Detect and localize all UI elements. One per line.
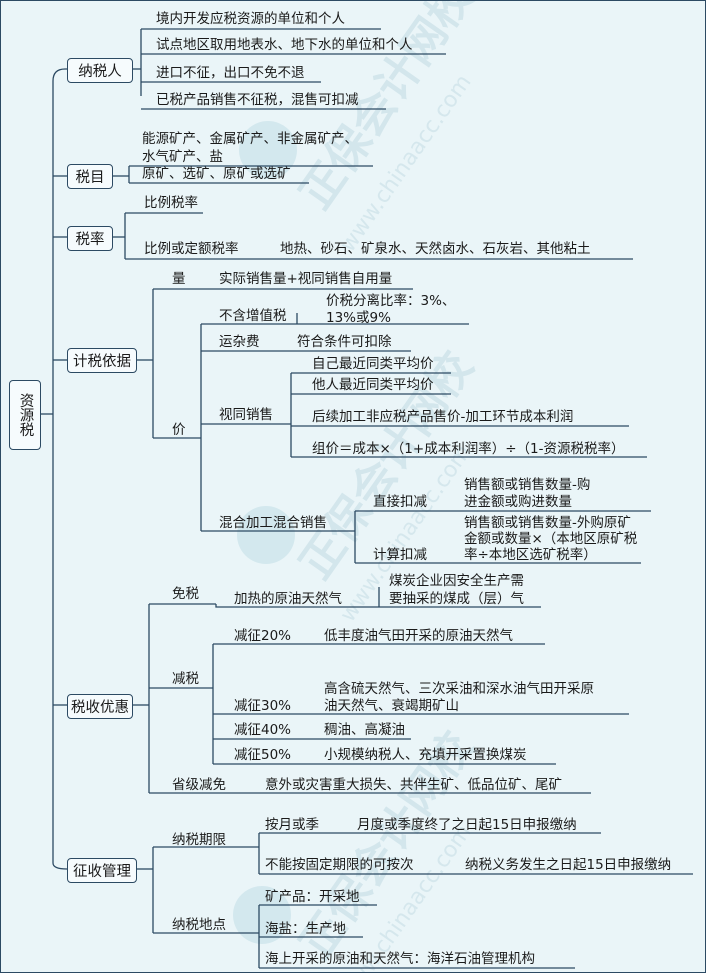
taxpayer-item-1: 境内开发应税资源的单位和个人 [156,11,345,27]
node-tax-item: 税目 [67,164,113,189]
collection-monthly: 按月或季 [265,817,319,833]
taxpayer-item-2: 试点地区取用地表水、地下水的单位和个人 [156,37,413,53]
basis-deemed-2: 他人最近同类平均价 [312,377,434,393]
basis-direct-desc-1: 销售额或销售数量-购 [464,477,591,493]
incentive-r30: 减征30% [234,698,292,714]
node-tax-incentive: 税收优惠 [67,694,133,719]
incentive-r30-desc-2: 油天然气、衰竭期矿山 [324,698,459,714]
basis-excl-vat-desc-1: 价税分离比率：3%、 [326,293,456,309]
taxpayer-item-3: 进口不征，出口不免不退 [156,65,305,81]
basis-calc: 计算扣减 [373,547,427,563]
node-tax-rate: 税率 [67,226,113,251]
node-taxpayer: 纳税人 [67,58,133,83]
watermark-logo-icon [239,121,297,179]
node-collection: 征收管理 [67,858,137,883]
incentive-exempt: 免税 [172,586,199,602]
watermark-logo-icon [233,886,291,944]
collection-place-1: 矿产品：开采地 [265,889,360,905]
basis-quantity-desc: 实际销售量+视同销售自用量 [219,271,393,287]
basis-mixed: 混合加工混合销售 [219,515,327,531]
incentive-r20-desc: 低丰度油气田开采的原油天然气 [324,628,513,644]
incentive-exempt-2b: 要抽采的煤成（层）气 [389,591,524,607]
rate-fixed-items: 地热、砂石、矿泉水、天然卤水、石灰岩、其他粘土 [280,241,591,257]
incentive-r50-desc: 小规模纳税人、充填开采置换煤炭 [324,747,527,763]
collection-period: 纳税期限 [172,832,226,848]
collection-per-time: 不能按固定期限的可按次 [265,857,414,873]
rate-proportional: 比例税率 [144,195,198,211]
taxitem-line-1: 能源矿产、金属矿产、非金属矿产、 [142,131,358,147]
node-tax-basis: 计税依据 [67,348,137,373]
incentive-r30-desc-1: 高含硫天然气、三次采油和深水油气田开采原 [324,681,594,697]
basis-calc-desc-1: 销售额或销售数量-外购原矿 [464,515,631,531]
basis-deemed-1: 自己最近同类平均价 [312,356,434,372]
rate-prop-or-fixed: 比例或定额税率 [144,241,239,257]
taxitem-line-2: 水气矿产、盐 [142,149,223,165]
incentive-exempt-2a: 煤炭企业因安全生产需 [389,573,524,589]
basis-calc-desc-2: 金额或数量×（本地区原矿税 [464,531,638,547]
basis-freight: 运杂费 [219,334,260,350]
basis-deemed-sale: 视同销售 [219,407,273,423]
taxitem-line-3: 原矿、选矿、原矿或选矿 [142,166,291,182]
root-node: 资源税 [9,380,41,450]
collection-per-time-desc: 纳税义务发生之日起15日申报缴纳 [465,857,672,873]
incentive-r20: 减征20% [234,628,292,644]
basis-direct: 直接扣减 [373,494,427,510]
basis-freight-desc: 符合条件可扣除 [297,334,392,350]
collection-monthly-desc: 月度或季度终了之日起15日申报缴纳 [357,817,577,833]
basis-excl-vat: 不含增值税 [219,308,287,324]
basis-calc-desc-3: 率÷本地区选矿税率） [464,547,597,563]
incentive-reduce: 减税 [172,671,199,687]
taxpayer-item-4: 已税产品销售不征税，混售可扣减 [156,92,359,108]
incentive-r50: 减征50% [234,747,292,763]
collection-place: 纳税地点 [172,917,226,933]
incentive-r40-desc: 稠油、高凝油 [324,722,405,738]
basis-price: 价 [172,422,186,438]
incentive-exempt-1: 加热的原油天然气 [234,591,342,607]
basis-deemed-4: 组价＝成本×（1+成本利润率）÷（1-资源税税率） [312,441,625,457]
basis-quantity: 量 [172,271,186,287]
incentive-provincial: 省级减免 [172,777,226,793]
watermark-logo-icon [237,506,295,564]
incentive-provincial-desc: 意外或灾害重大损失、共伴生矿、低品位矿、尾矿 [265,777,562,793]
incentive-r40: 减征40% [234,722,292,738]
basis-direct-desc-2: 进金额或购进数量 [464,494,572,510]
collection-place-2: 海盐：生产地 [265,921,346,937]
basis-excl-vat-desc-2: 13%或9% [326,310,391,326]
basis-deemed-3: 后续加工非应税产品售价-加工环节成本利润 [312,409,574,425]
collection-place-3: 海上开采的原油和天然气：海洋石油管理机构 [265,951,535,967]
